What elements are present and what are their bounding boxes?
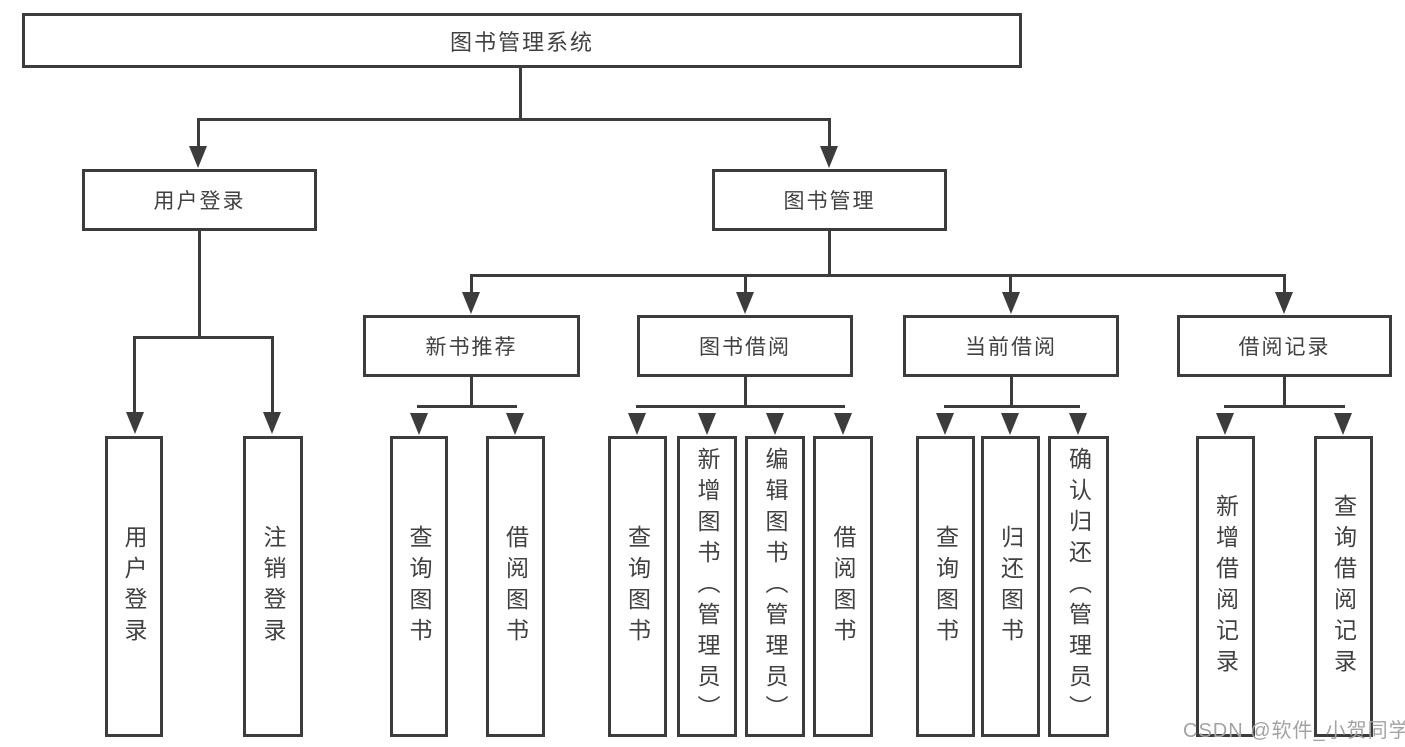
connector-line	[197, 121, 200, 149]
node-book-management: 图书管理	[712, 169, 947, 231]
node-label: 图书管理系统	[449, 29, 594, 55]
node-label: 借阅图书	[830, 524, 856, 649]
node-return-book: 归还图书	[981, 436, 1040, 737]
connector-line	[828, 121, 831, 149]
arrow-down-icon	[698, 413, 716, 435]
node-label: 借阅记录	[1238, 336, 1331, 359]
arrow-down-icon	[1216, 413, 1234, 435]
node-label: 用户登录	[121, 524, 147, 649]
node-label: 归还图书	[997, 524, 1024, 649]
connector-line	[636, 405, 845, 408]
connector-line	[133, 336, 274, 339]
arrow-down-icon	[1002, 292, 1020, 314]
node-book-borrowing: 图书借阅	[637, 315, 853, 377]
connector-line	[519, 66, 522, 121]
node-label: 图书借阅	[699, 336, 791, 359]
node-add-borrow-record: 新增借阅记录	[1196, 436, 1255, 737]
node-label: 查询图书	[406, 524, 432, 649]
arrow-down-icon	[1275, 292, 1293, 314]
node-label: 用户登录	[153, 190, 246, 213]
arrow-down-icon	[736, 292, 754, 314]
connector-line	[417, 405, 517, 408]
node-label: 当前借阅	[965, 336, 1057, 359]
connector-line	[1283, 277, 1286, 293]
arrow-down-icon	[126, 412, 144, 434]
arrow-down-icon	[1001, 413, 1019, 435]
node-borrowing-records: 借阅记录	[1177, 315, 1392, 377]
node-label: 图书管理	[783, 190, 876, 213]
node-edit-book-admin: 编辑图书（管理员）	[745, 436, 805, 737]
node-query-book-borrowing: 查询图书	[608, 436, 667, 737]
arrow-down-icon	[189, 146, 207, 168]
node-confirm-return-admin: 确认归还（管理员）	[1048, 436, 1109, 737]
arrow-down-icon	[820, 146, 838, 168]
node-current-borrowing: 当前借阅	[903, 315, 1119, 377]
arrow-down-icon	[1334, 413, 1352, 435]
node-label: 新书推荐	[425, 336, 518, 359]
connector-line	[744, 277, 747, 293]
node-label: 注销登录	[260, 524, 286, 649]
arrow-down-icon	[462, 292, 480, 314]
watermark-text: CSDN @软件_小贺同学	[1183, 720, 1405, 742]
connector-line	[470, 377, 473, 408]
connector-line	[470, 277, 473, 293]
connector-line	[1009, 277, 1012, 293]
arrow-down-icon	[936, 413, 954, 435]
node-add-book-admin: 新增图书（管理员）	[677, 436, 737, 737]
node-user-login: 用户登录	[82, 169, 317, 231]
node-query-book-recommend: 查询图书	[390, 436, 448, 737]
node-query-book-current: 查询图书	[916, 436, 975, 737]
node-new-book-recommendation: 新书推荐	[363, 315, 580, 377]
arrow-down-icon	[263, 412, 281, 434]
node-label: 借阅图书	[502, 524, 529, 649]
connector-line	[828, 231, 831, 277]
connector-line	[1010, 377, 1013, 408]
arrow-down-icon	[766, 413, 784, 435]
node-query-borrow-record: 查询借阅记录	[1314, 436, 1373, 737]
node-borrow-book-borrowing: 借阅图书	[813, 436, 873, 737]
node-label: 确认归还（管理员）	[1065, 447, 1092, 726]
node-label: 查询图书	[932, 524, 959, 649]
connector-line	[470, 274, 1286, 277]
connector-line	[197, 118, 831, 121]
node-label: 查询图书	[624, 524, 651, 649]
node-library-management-system: 图书管理系统	[22, 13, 1022, 68]
arrow-down-icon	[834, 413, 852, 435]
connector-line	[198, 231, 201, 339]
arrow-down-icon	[1069, 413, 1087, 435]
connector-line	[133, 339, 136, 413]
connector-line	[271, 339, 274, 413]
node-logout: 注销登录	[243, 436, 303, 737]
arrow-down-icon	[410, 413, 428, 435]
connector-line	[1224, 405, 1345, 408]
connector-line	[1283, 377, 1286, 408]
node-user-login-leaf: 用户登录	[105, 436, 163, 737]
node-borrow-book-recommend: 借阅图书	[486, 436, 545, 737]
connector-line	[944, 405, 1080, 408]
node-label: 新增借阅记录	[1212, 493, 1239, 680]
node-label: 编辑图书（管理员）	[762, 447, 788, 726]
arrow-down-icon	[628, 413, 646, 435]
node-label: 新增图书（管理员）	[694, 447, 720, 726]
arrow-down-icon	[506, 413, 524, 435]
connector-line	[744, 377, 747, 408]
node-label: 查询借阅记录	[1330, 493, 1357, 680]
